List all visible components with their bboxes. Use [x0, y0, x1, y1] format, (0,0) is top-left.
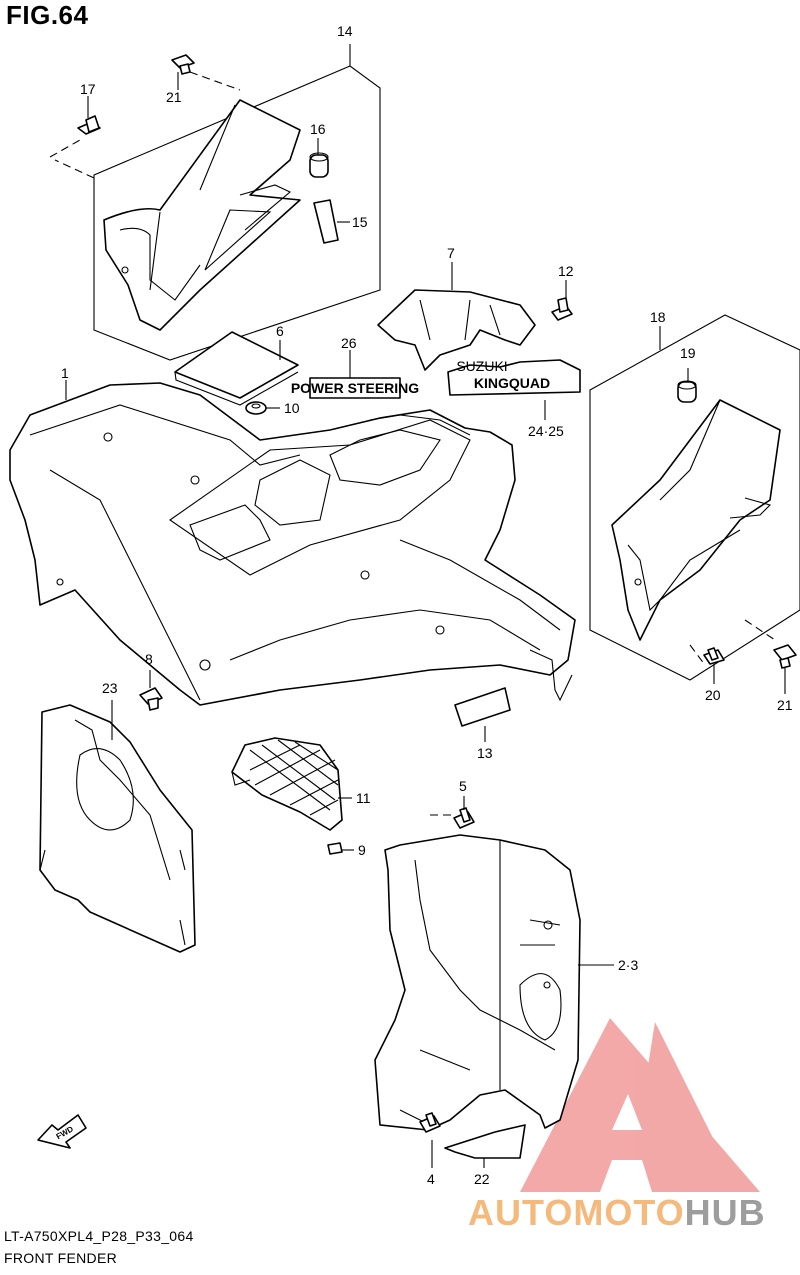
- fwd-arrow-icon: FWD: [37, 1114, 87, 1149]
- part-23-inner-panel: [39, 704, 196, 953]
- part-12-bolt: [551, 297, 573, 321]
- callout-5: 5: [459, 778, 467, 794]
- part-11-grille: [231, 737, 343, 831]
- part-21-bolt-right: [773, 644, 797, 669]
- part-19-grommet: [677, 380, 697, 403]
- callout-26: 26: [341, 335, 357, 351]
- callout-1: 1: [61, 365, 69, 381]
- part-8-bolt: [139, 687, 163, 711]
- part-18-box: [589, 314, 800, 681]
- callout-9: 9: [358, 842, 366, 858]
- callout-19: 19: [680, 345, 696, 361]
- callout-18: 18: [650, 309, 666, 325]
- decal-kingquad-text: KINGQUAD: [474, 375, 550, 391]
- part-24-25-decal: KINGQUAD SUZUKI: [447, 358, 581, 396]
- callout-20: 20: [705, 687, 721, 703]
- leader-17: [49, 139, 95, 179]
- part-21-bolt-top: [171, 54, 195, 75]
- part-14-box: [93, 65, 381, 361]
- callout-16: 16: [310, 121, 326, 137]
- callout-13: 13: [477, 745, 493, 761]
- part-13-reflector: [454, 687, 511, 727]
- watermark-text-part1: AUTOMOTO: [468, 1192, 685, 1233]
- callout-23: 23: [102, 680, 118, 696]
- part-6-lid: [174, 331, 299, 406]
- callout-14: 14: [337, 23, 353, 39]
- part-20-bolt: [703, 647, 725, 665]
- callout-labels: 14 21 17 16 15 7 12 6 26 1 10 24·25 18 1…: [61, 23, 793, 1187]
- part-17-bolt: [77, 115, 101, 135]
- callout-6: 6: [276, 323, 284, 339]
- part-10-grommet: [245, 401, 267, 415]
- part-2-3-mud-guard: [374, 834, 581, 1131]
- figure-title: FIG.64: [6, 0, 89, 30]
- part-1-front-fender: [9, 382, 576, 706]
- leader-lines: [65, 44, 786, 1168]
- callout-17: 17: [80, 81, 96, 97]
- part-22-flap: [444, 1124, 526, 1159]
- figure-code: LT-A750XPL4_P28_P33_064: [4, 1228, 194, 1244]
- callout-24-25: 24·25: [528, 423, 564, 439]
- callout-22: 22: [474, 1171, 490, 1187]
- watermark-logo: [520, 1018, 760, 1192]
- part-16-grommet: [309, 152, 329, 178]
- callout-7: 7: [447, 245, 455, 261]
- watermark-text: AUTOMOTOHUB: [468, 1192, 766, 1234]
- callout-4: 4: [427, 1171, 435, 1187]
- part-5-bolt: [453, 807, 475, 829]
- decal-power-steering-text: POWER STEERING: [291, 380, 419, 396]
- callout-2-3: 2·3: [618, 957, 638, 973]
- part-7-top-cover: [377, 289, 536, 371]
- figure-name: FRONT FENDER: [4, 1250, 118, 1266]
- part-15-pad: [313, 199, 339, 244]
- callout-15: 15: [352, 214, 368, 230]
- callout-11: 11: [356, 790, 371, 806]
- callout-21-right: 21: [777, 697, 793, 713]
- watermark-text-part2: HUB: [684, 1192, 766, 1233]
- part-26-decal: POWER STEERING: [291, 377, 419, 399]
- part-9-screw: [327, 842, 343, 855]
- callout-10: 10: [284, 400, 300, 416]
- decal-suzuki-text: SUZUKI: [456, 358, 507, 374]
- callout-8: 8: [145, 651, 153, 667]
- part-4-bolt: [419, 1112, 441, 1133]
- callout-12: 12: [558, 263, 574, 279]
- callout-21-top: 21: [166, 89, 182, 105]
